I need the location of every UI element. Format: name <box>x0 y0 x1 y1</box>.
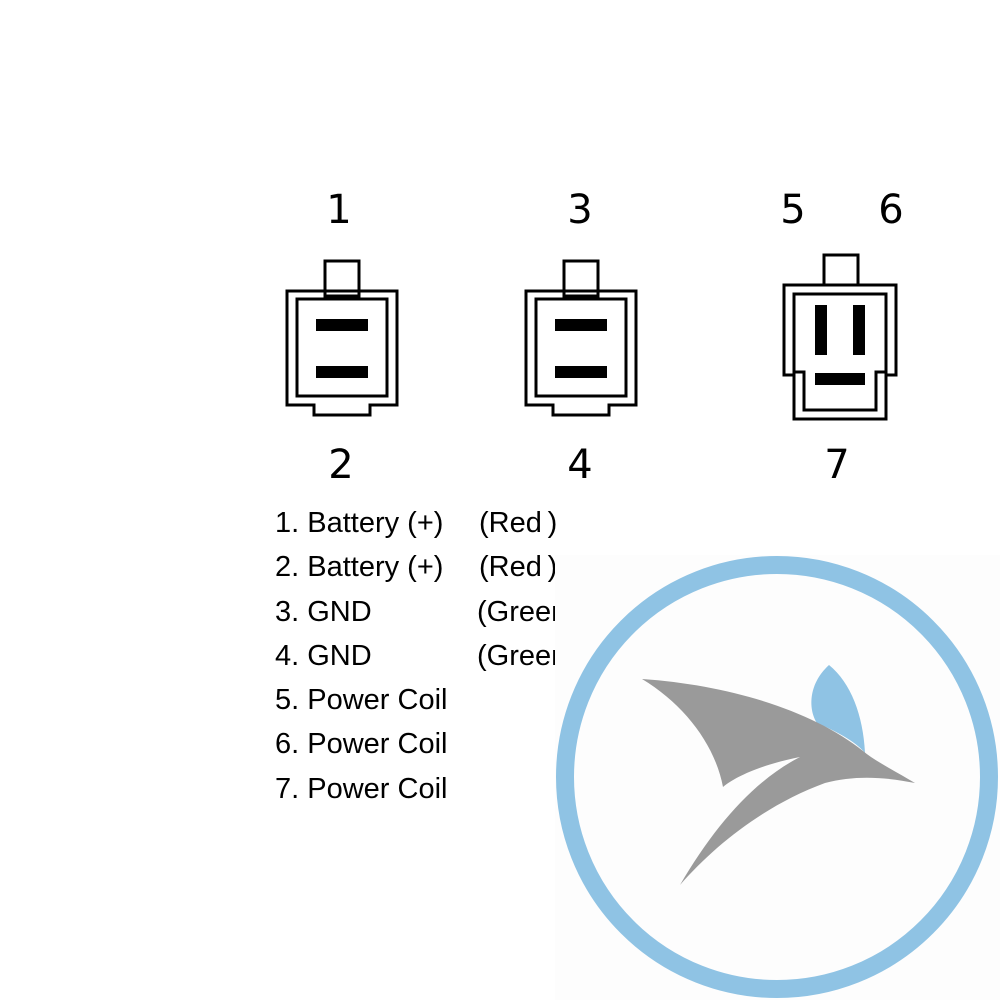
legend-label: 5. Power Coil <box>275 684 448 717</box>
connector-2-terminal-3 <box>555 319 607 331</box>
legend-label: 7. Power Coil <box>275 772 448 805</box>
pin-label-7: 7 <box>824 442 850 488</box>
pin-label-6: 6 <box>878 187 904 233</box>
connector-2-inner <box>534 297 628 398</box>
connector-3 <box>782 253 898 421</box>
connector-3-terminal-7 <box>815 373 865 385</box>
connector-2 <box>524 259 638 417</box>
legend-label: 1. Battery (+) <box>275 507 444 539</box>
legend-label: 2. Battery (+) <box>275 551 444 584</box>
legend-wire-color: (Red ) <box>479 507 558 539</box>
connector-3-terminal-6 <box>853 305 865 355</box>
connector-2-terminal-4 <box>555 366 607 378</box>
legend-wire-color: (Red ) <box>479 551 558 584</box>
brand-logo-watermark <box>555 555 1000 1000</box>
connector-3-housing <box>782 283 898 421</box>
connector-1-terminal-1 <box>316 319 368 331</box>
legend-label: 6. Power Coil <box>275 728 448 761</box>
legend-label: 3. GND <box>275 595 372 628</box>
legend-label: 4. GND <box>275 639 372 672</box>
connector-3-latch <box>822 253 860 287</box>
logo-bird-body <box>642 679 915 885</box>
connector-3-terminal-5 <box>815 305 827 355</box>
connector-3-inner <box>792 292 888 412</box>
pin-label-3: 3 <box>567 187 593 233</box>
connector-1 <box>285 259 399 417</box>
connector-1-inner <box>295 297 389 398</box>
connector-2-housing <box>524 289 638 417</box>
pin-label-2: 2 <box>328 442 354 488</box>
pin-label-4: 4 <box>567 442 593 488</box>
pin-label-5: 5 <box>780 187 806 233</box>
connector-1-latch <box>323 259 361 298</box>
connector-2-latch <box>562 259 600 298</box>
logo-bird-wing <box>811 665 865 753</box>
connector-1-terminal-2 <box>316 366 368 378</box>
pin-label-1: 1 <box>326 187 352 233</box>
logo-ring <box>556 556 998 998</box>
connector-1-housing <box>285 289 399 417</box>
